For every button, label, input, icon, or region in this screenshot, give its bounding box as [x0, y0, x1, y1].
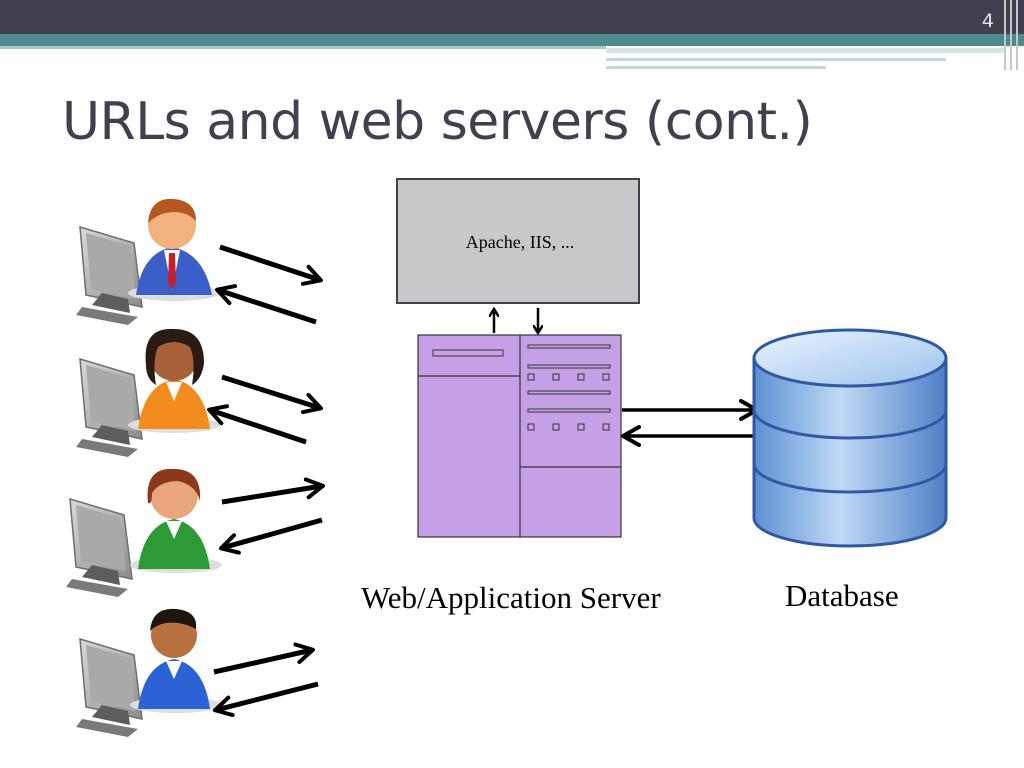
database-icon	[752, 328, 948, 548]
divider	[1016, 0, 1018, 70]
client-computer-2	[76, 328, 220, 457]
request-arrow	[213, 642, 315, 675]
user-computer-icon	[66, 468, 222, 597]
server-icon	[417, 334, 622, 538]
accent-line	[606, 58, 946, 61]
response-arrow	[213, 681, 319, 718]
request-arrow	[221, 374, 323, 415]
accent-bar	[0, 34, 1024, 46]
server-software-box: Apache, IIS, ...	[396, 178, 640, 304]
response-arrow	[219, 517, 323, 555]
accent-line	[606, 48, 1006, 53]
server-software-label: Apache, IIS, ...	[465, 232, 575, 252]
slide-title: URLs and web servers (cont.)	[62, 92, 813, 152]
client-computer-4	[76, 608, 222, 737]
user-computer-icon	[76, 198, 220, 325]
client-computer-1	[76, 198, 220, 325]
server-label: Web/Application Server	[361, 580, 661, 615]
accent-line	[0, 46, 606, 49]
response-arrow	[207, 404, 307, 445]
response-arrow	[215, 284, 317, 325]
request-arrow	[221, 477, 325, 505]
divider	[1010, 0, 1012, 70]
database-label: Database	[785, 578, 899, 613]
request-arrow	[219, 244, 323, 286]
client-computer-3	[66, 468, 222, 597]
header-bar	[0, 0, 1024, 34]
divider	[1004, 0, 1006, 70]
user-computer-icon	[76, 608, 222, 737]
user-computer-icon	[76, 328, 220, 457]
slide-number: 4	[981, 10, 994, 32]
accent-line	[606, 66, 826, 69]
